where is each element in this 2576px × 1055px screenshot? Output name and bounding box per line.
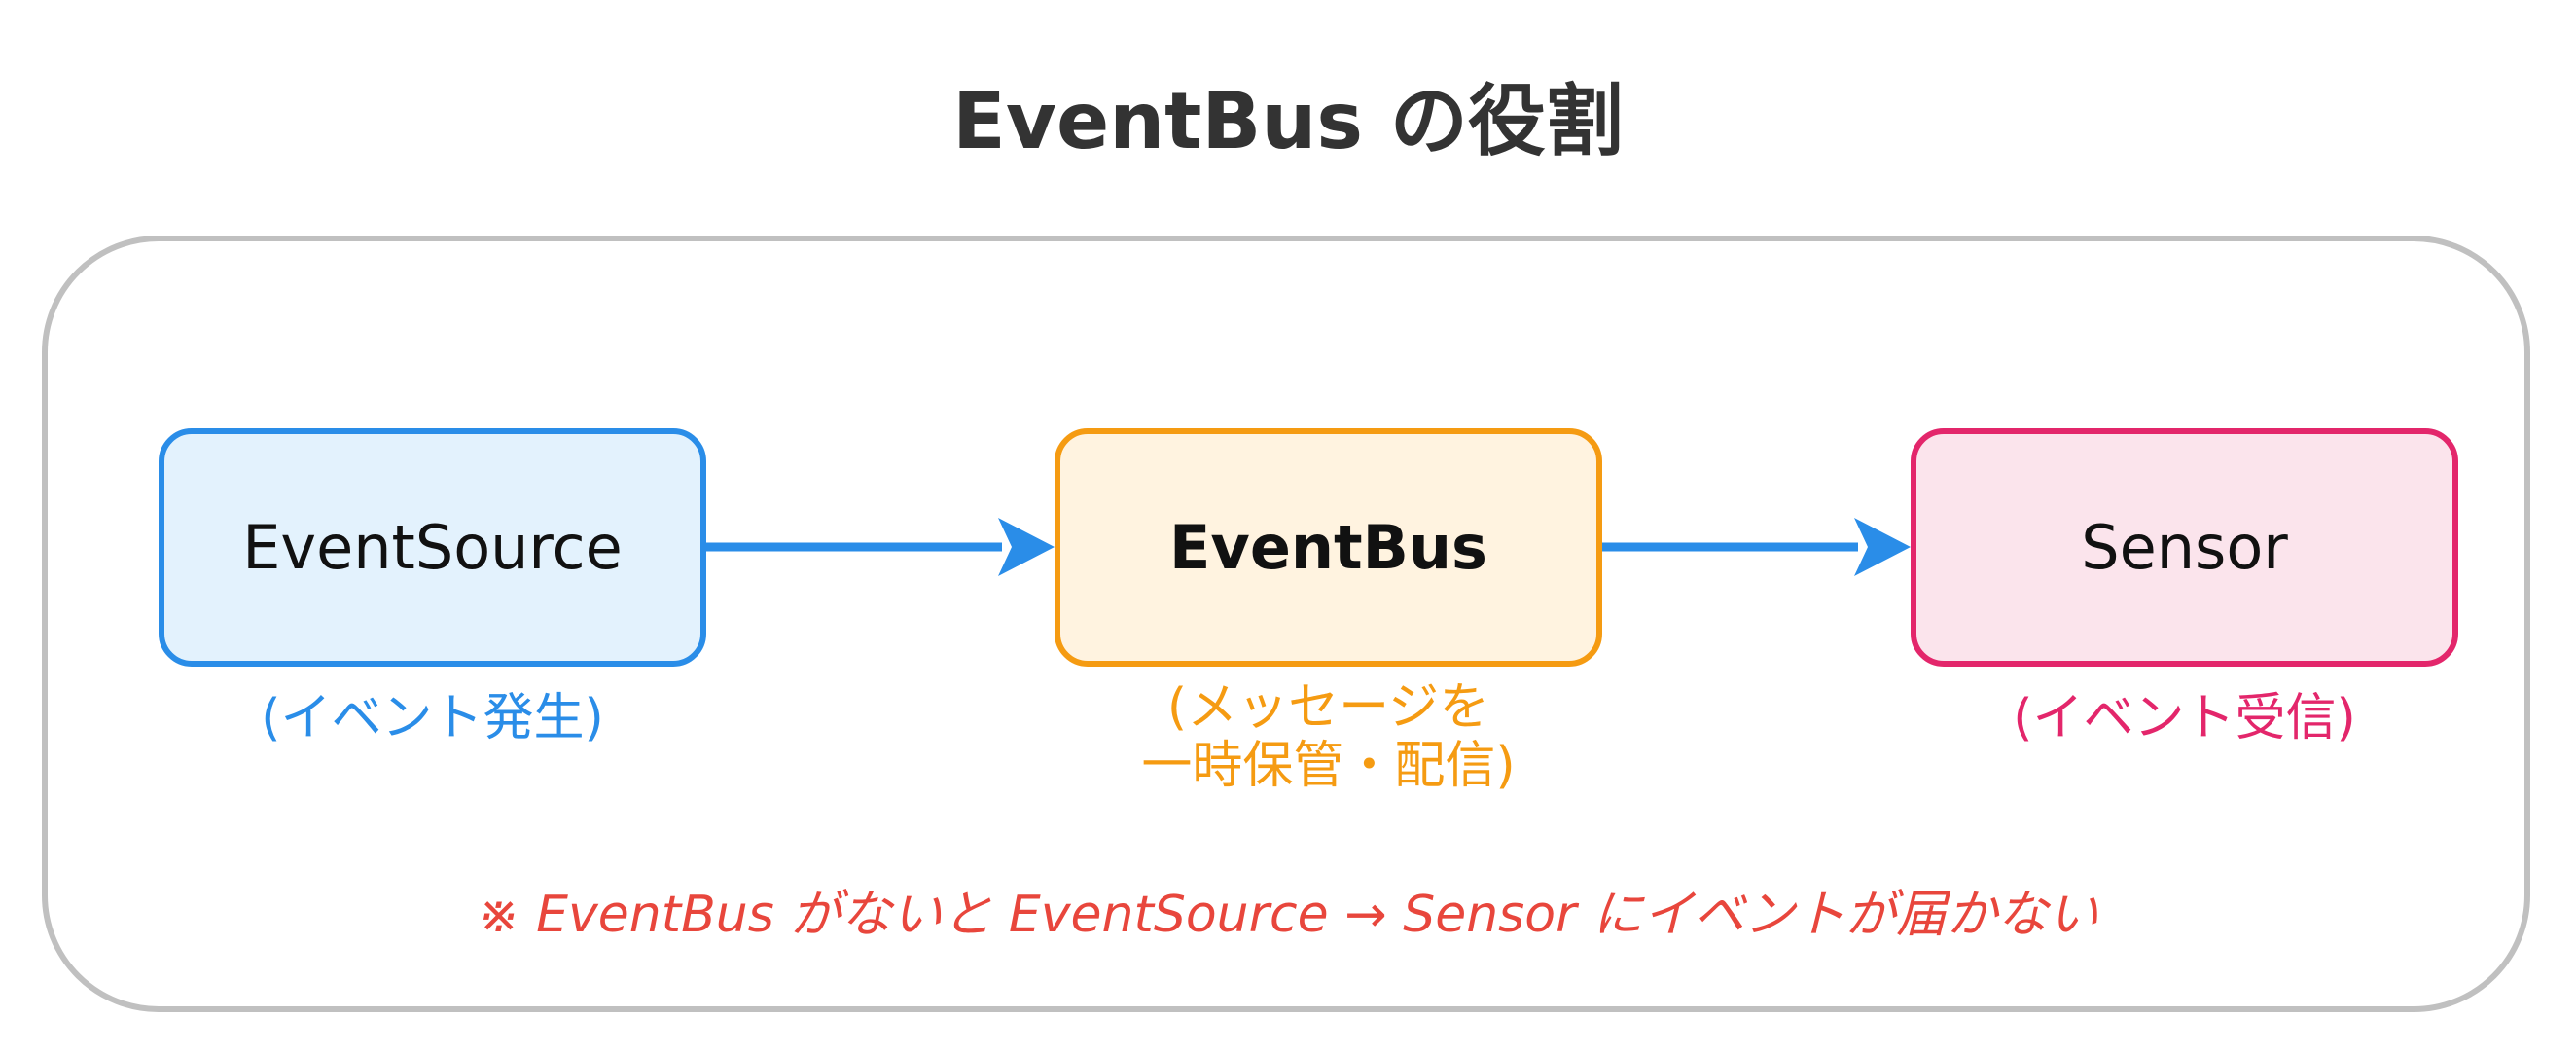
caption-eventsource: (イベント発生) bbox=[261, 689, 604, 747]
arrow-bus-to-sensor bbox=[1602, 518, 1911, 576]
node-eventbus-label: EventBus bbox=[1169, 512, 1487, 583]
caption-sensor: (イベント受信) bbox=[2013, 689, 2356, 747]
node-eventbus: EventBus bbox=[1055, 428, 1602, 667]
node-eventsource: EventSource bbox=[159, 428, 706, 667]
node-sensor: Sensor bbox=[1911, 428, 2458, 667]
caption-eventbus: (メッセージを 一時保管・配信) bbox=[1141, 678, 1516, 795]
node-eventsource-label: EventSource bbox=[242, 512, 623, 583]
footnote: ※ EventBus がないと EventSource → Sensor にイベ… bbox=[478, 886, 2098, 944]
diagram-title: EventBus の役割 bbox=[952, 76, 1624, 166]
arrow-source-to-bus bbox=[706, 518, 1055, 576]
node-sensor-label: Sensor bbox=[2081, 512, 2288, 583]
